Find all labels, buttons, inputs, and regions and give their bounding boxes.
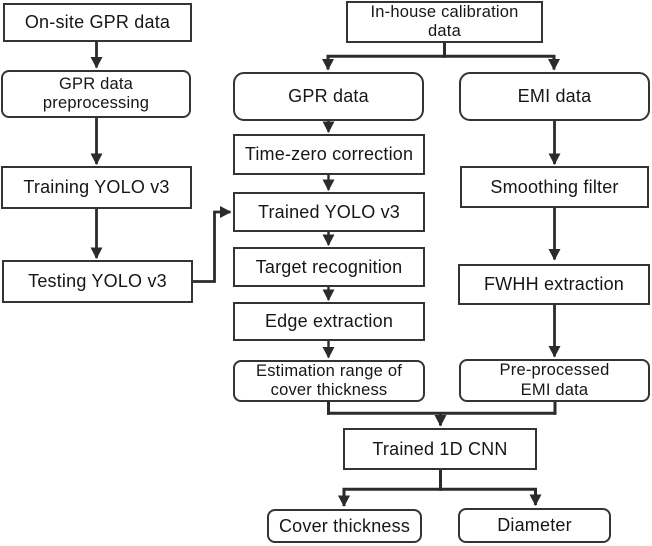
node-training-yolo-v3: Training YOLO v3: [1, 166, 192, 209]
node-time-zero-correction: Time-zero correction: [233, 134, 425, 175]
node-estimation-range-of-cover-thickness: Estimation range of cover thickness: [233, 360, 425, 402]
node-testing-yolo-v3: Testing YOLO v3: [2, 260, 193, 303]
node-emi-data: EMI data: [459, 72, 650, 121]
node-diameter: Diameter: [458, 508, 611, 543]
node-gpr-data: GPR data: [233, 72, 424, 121]
node-fwhh-extraction: FWHH extraction: [458, 264, 650, 305]
edge-testing-to-trained-yolo: [193, 206, 232, 283]
node-trained-yolo-v3: Trained YOLO v3: [233, 192, 425, 232]
node-target-recognition: Target recognition: [233, 247, 425, 287]
node-pre-processed-emi-data: Pre-processed EMI data: [459, 359, 650, 402]
node-onsite-gpr-data: On-site GPR data: [3, 3, 192, 42]
node-cover-thickness: Cover thickness: [267, 509, 422, 543]
node-smoothing-filter: Smoothing filter: [460, 166, 649, 208]
node-in-house-calibration-data: In-house calibration data: [346, 1, 543, 43]
node-trained-1d-cnn: Trained 1D CNN: [343, 428, 537, 470]
node-gpr-data-preprocessing: GPR data preprocessing: [1, 70, 191, 118]
node-edge-extraction: Edge extraction: [233, 302, 425, 341]
